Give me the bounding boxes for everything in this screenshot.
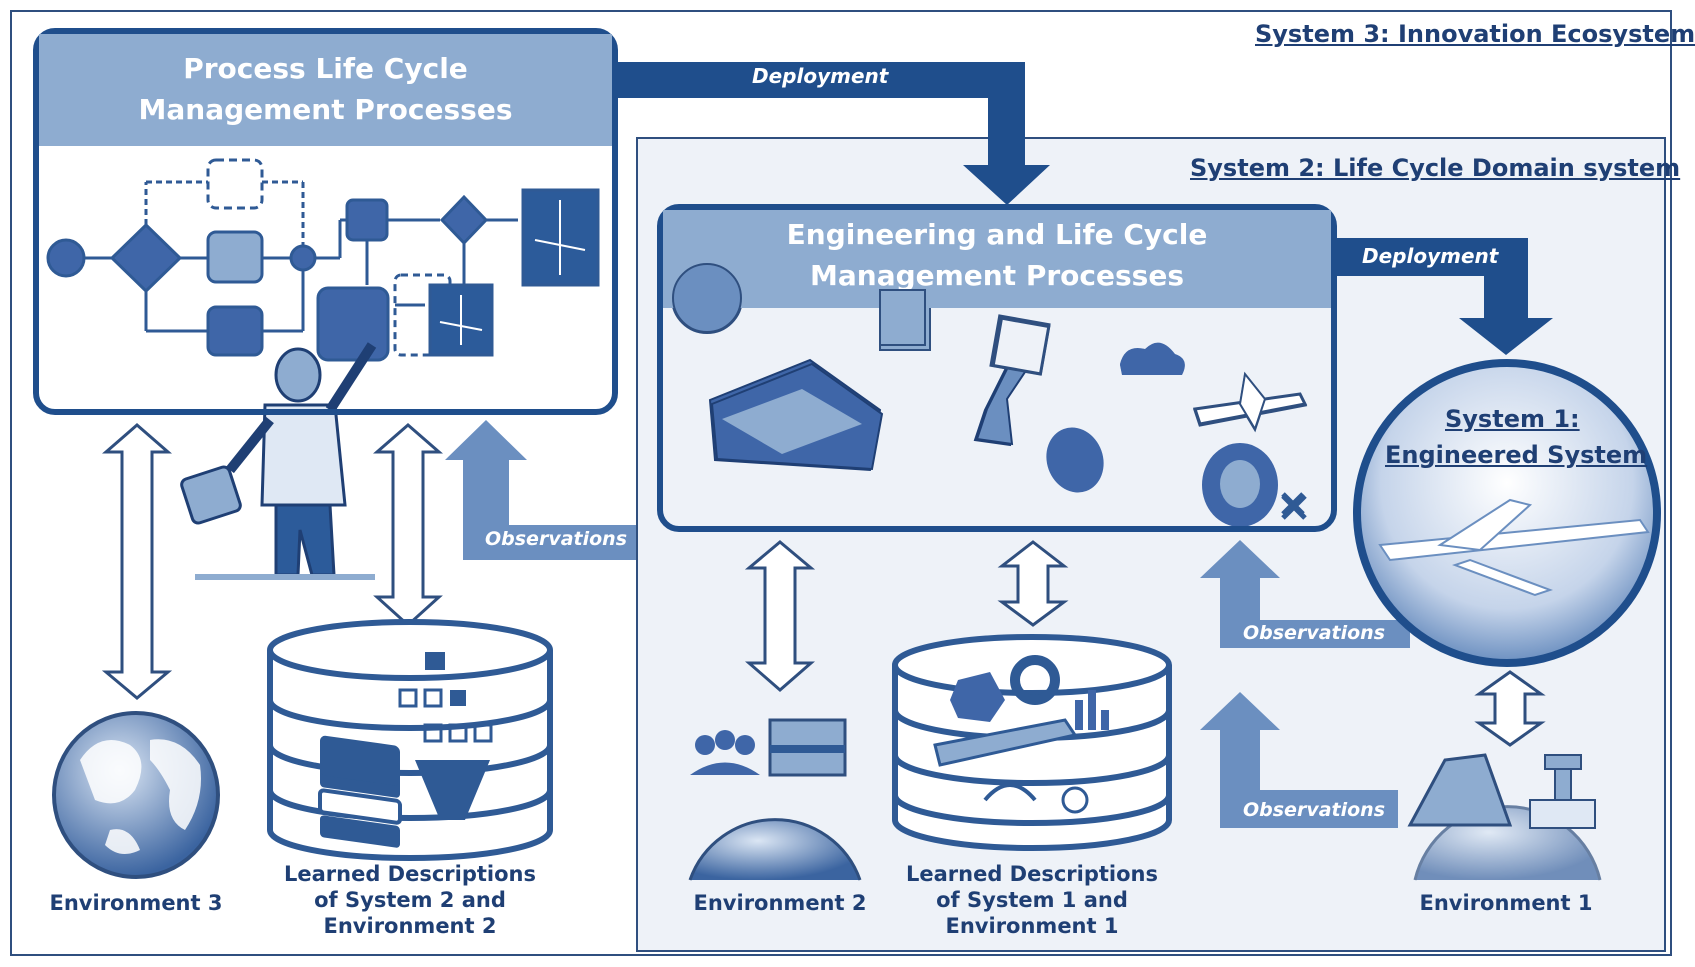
deployment-label-right: Deployment <box>1362 244 1499 268</box>
process-box-title-line1: Process Life Cycle <box>183 52 468 85</box>
db-mid-label-line1: Learned Descriptions <box>905 862 1158 886</box>
process-box-header: Process Life Cycle Management Processes <box>39 34 612 146</box>
engineering-box: Engineering and Life Cycle Management Pr… <box>657 204 1337 532</box>
engineering-box-header: Engineering and Life Cycle Management Pr… <box>663 210 1331 308</box>
system1-label-line1: System 1: <box>1445 405 1580 433</box>
environment2-icon <box>688 718 862 881</box>
db-mid-label-line2: of System 1 and <box>936 888 1128 912</box>
deployment-arrow-right <box>1335 238 1553 355</box>
db-mid-label-line3: Environment 1 <box>945 914 1119 938</box>
process-box-title-line2: Management Processes <box>138 93 513 126</box>
database-left-icon <box>267 619 553 861</box>
double-arrows <box>101 423 1546 747</box>
environment1-icon <box>1407 753 1602 881</box>
observations-arrow-upper <box>1200 540 1410 648</box>
observations-arrow-lower <box>1200 692 1398 828</box>
db-left-label-line2: of System 2 and <box>314 888 506 912</box>
environment3-globe-icon <box>52 711 220 879</box>
environment3-label: Environment 3 <box>49 891 223 915</box>
db-left-label-line3: Environment 2 <box>323 914 497 938</box>
environment2-label: Environment 2 <box>693 891 867 915</box>
deployment-arrow-top <box>612 62 1050 205</box>
system3-title: System 3: Innovation Ecosystem <box>1255 20 1695 48</box>
system2-title: System 2: Life Cycle Domain system <box>1190 154 1681 182</box>
db-left-label-line1: Learned Descriptions <box>283 862 536 886</box>
process-box: Process Life Cycle Management Processes <box>33 28 618 415</box>
person-icon <box>180 342 377 580</box>
environment1-label: Environment 1 <box>1419 891 1593 915</box>
observations-label-left: Observations <box>485 528 628 550</box>
observations-label-lower: Observations <box>1243 799 1386 821</box>
blueprint-plane-icon <box>439 200 586 345</box>
engineering-box-title-line1: Engineering and Life Cycle <box>786 218 1208 251</box>
observations-label-upper: Observations <box>1243 622 1386 644</box>
observations-arrow-left <box>445 420 636 560</box>
system1-circle <box>1353 359 1661 667</box>
engineering-box-title-line2: Management Processes <box>810 259 1184 292</box>
database-middle-contents <box>933 655 1109 814</box>
engineering-overlay <box>672 263 1308 522</box>
database-left-contents <box>318 652 493 848</box>
system3-frame <box>10 10 1672 956</box>
deployment-label-top: Deployment <box>752 64 889 88</box>
system1-label-line2: Engineered System <box>1385 441 1648 469</box>
